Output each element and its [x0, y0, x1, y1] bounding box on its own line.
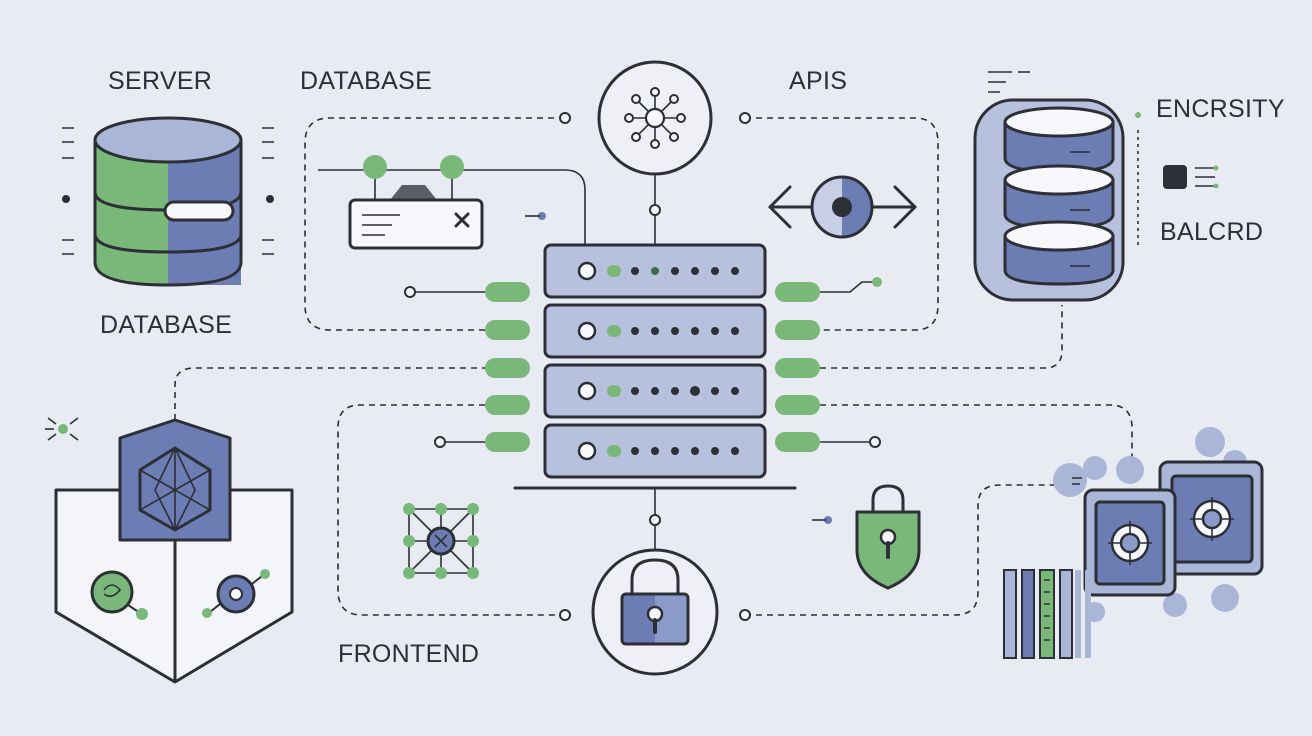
left-right-arrows-icon — [768, 175, 917, 239]
padlock-icon — [591, 548, 719, 676]
label-frontend: FRONTEND — [338, 640, 480, 668]
network-hub-icon — [597, 60, 713, 176]
shield-icon — [45, 417, 294, 684]
label-encrsity: ENCRSITY — [1156, 95, 1285, 123]
label-apis: APIS — [789, 67, 848, 95]
storage-stack-icon — [973, 71, 1219, 302]
safe-icon — [1003, 427, 1264, 659]
label-server: SERVER — [108, 67, 213, 95]
network-node-icon — [403, 503, 479, 579]
label-balcrd: BALCRD — [1160, 218, 1264, 246]
database-cylinder-icon — [62, 116, 274, 287]
label-database-left: DATABASE — [100, 311, 233, 339]
label-database-top: DATABASE — [300, 67, 433, 95]
router-icon — [348, 155, 484, 250]
shield-lock-icon — [855, 484, 921, 590]
connector-lines — [174, 112, 1133, 621]
server-rack-icon — [485, 243, 820, 490]
